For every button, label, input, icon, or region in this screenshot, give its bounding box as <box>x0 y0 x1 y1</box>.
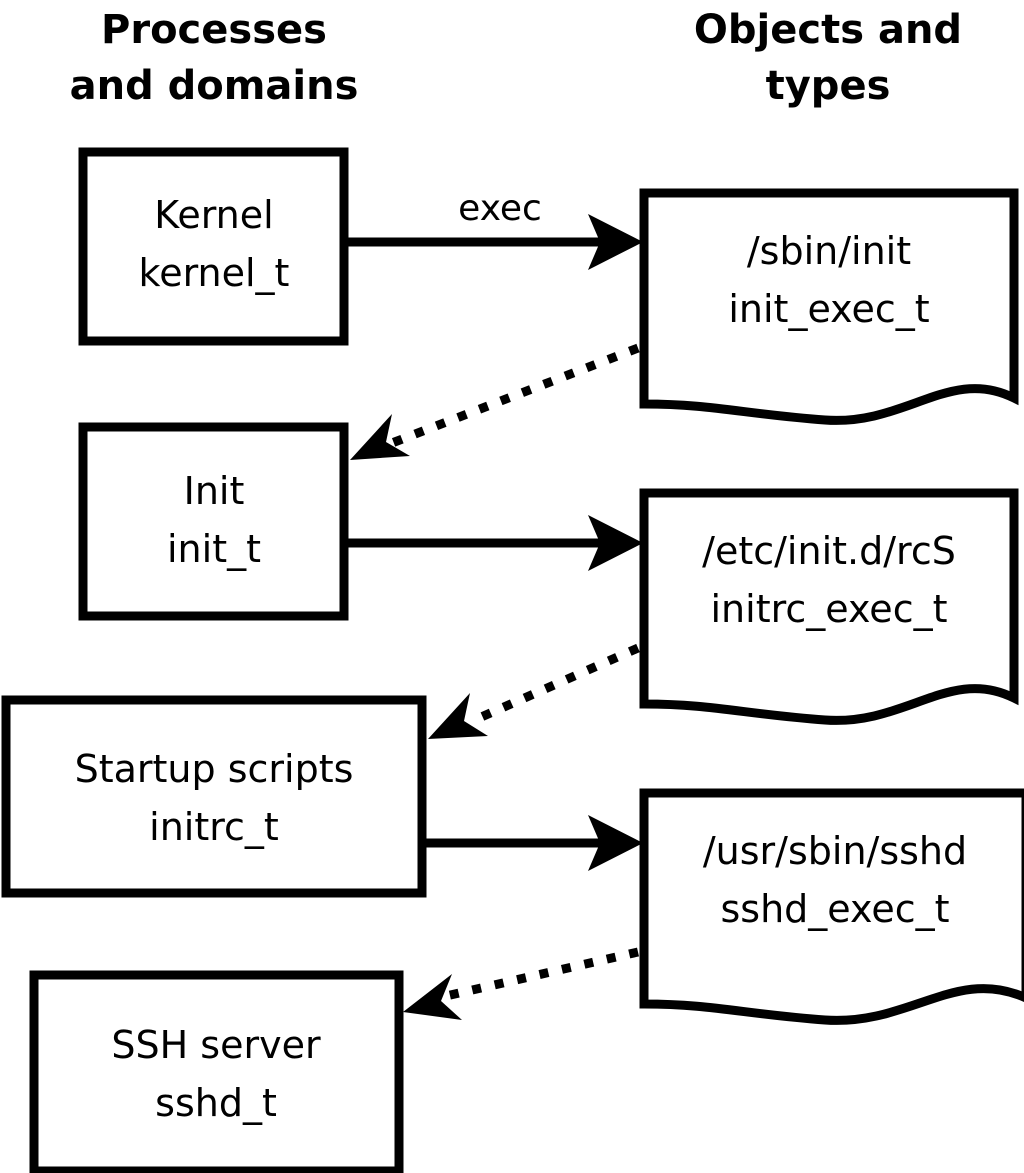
process-node-init-type: init_t <box>167 527 261 571</box>
column-header-processes-line2: and domains <box>70 63 359 109</box>
column-header-objects: Objects and types <box>694 7 962 109</box>
arrow-head-init-transition <box>350 414 410 460</box>
arrow-head-initrc-transition <box>428 693 488 739</box>
object-node-rcs[interactable]: /etc/init.d/rcS initrc_exec_t <box>639 488 1019 725</box>
object-node-rcs-shape[interactable] <box>639 488 1019 725</box>
object-node-rcs-path: /etc/init.d/rcS <box>702 529 956 573</box>
object-node-sshd-exec-type: sshd_exec_t <box>720 887 949 931</box>
edge-line-init-transition <box>390 343 640 448</box>
object-node-sbin-init-type: init_exec_t <box>728 287 929 331</box>
edge-sshd-exec-to-sshd <box>403 947 640 1020</box>
process-node-ssh-server[interactable]: SSH server sshd_t <box>29 970 404 1173</box>
arrow-head-startup-exec <box>588 815 643 871</box>
object-node-sbin-init-shape[interactable] <box>639 188 1019 425</box>
process-node-ssh-server-name: SSH server <box>111 1023 321 1067</box>
column-header-processes-line1: Processes <box>101 7 327 53</box>
process-node-init[interactable]: Init init_t <box>78 422 349 621</box>
object-node-sbin-init-path: /sbin/init <box>747 229 911 273</box>
process-node-init-box[interactable] <box>78 422 349 621</box>
edge-label-exec: exec <box>458 188 542 229</box>
column-header-objects-line1: Objects and <box>694 7 962 53</box>
column-header-objects-line2: types <box>766 63 891 109</box>
edge-line-initrc-transition <box>468 643 640 727</box>
process-node-init-name: Init <box>184 469 245 513</box>
edge-kernel-exec-sbin-init: exec <box>348 188 643 270</box>
edge-line-sshd-transition <box>444 947 640 1001</box>
column-header-processes: Processes and domains <box>70 7 359 109</box>
process-node-ssh-server-box[interactable] <box>29 970 404 1173</box>
object-node-sshd-exec-path: /usr/sbin/sshd <box>703 829 967 873</box>
process-node-startup-scripts-name: Startup scripts <box>75 747 354 791</box>
arrow-head-kernel-exec <box>588 214 643 270</box>
process-node-startup-scripts-box[interactable] <box>1 695 427 898</box>
edge-sbin-init-to-init <box>350 343 640 460</box>
edge-startup-exec-sshd <box>426 815 643 871</box>
process-node-kernel-name: Kernel <box>154 193 273 237</box>
process-node-ssh-server-type: sshd_t <box>155 1081 277 1125</box>
arrow-head-init-exec <box>588 515 643 571</box>
edge-init-exec-rcs <box>348 515 643 571</box>
process-node-startup-scripts[interactable]: Startup scripts initrc_t <box>1 695 427 898</box>
object-node-sshd-exec-shape[interactable] <box>639 788 1024 1025</box>
process-node-startup-scripts-type: initrc_t <box>149 805 279 849</box>
process-node-kernel-box[interactable] <box>78 147 349 346</box>
arrow-head-sshd-transition <box>403 974 462 1020</box>
edge-rcs-to-startup <box>428 643 640 739</box>
object-node-sbin-init[interactable]: /sbin/init init_exec_t <box>639 188 1019 425</box>
process-node-kernel-type: kernel_t <box>139 251 290 295</box>
object-node-rcs-type: initrc_exec_t <box>711 587 948 631</box>
process-node-kernel[interactable]: Kernel kernel_t <box>78 147 349 346</box>
object-node-sshd-exec[interactable]: /usr/sbin/sshd sshd_exec_t <box>639 788 1024 1025</box>
